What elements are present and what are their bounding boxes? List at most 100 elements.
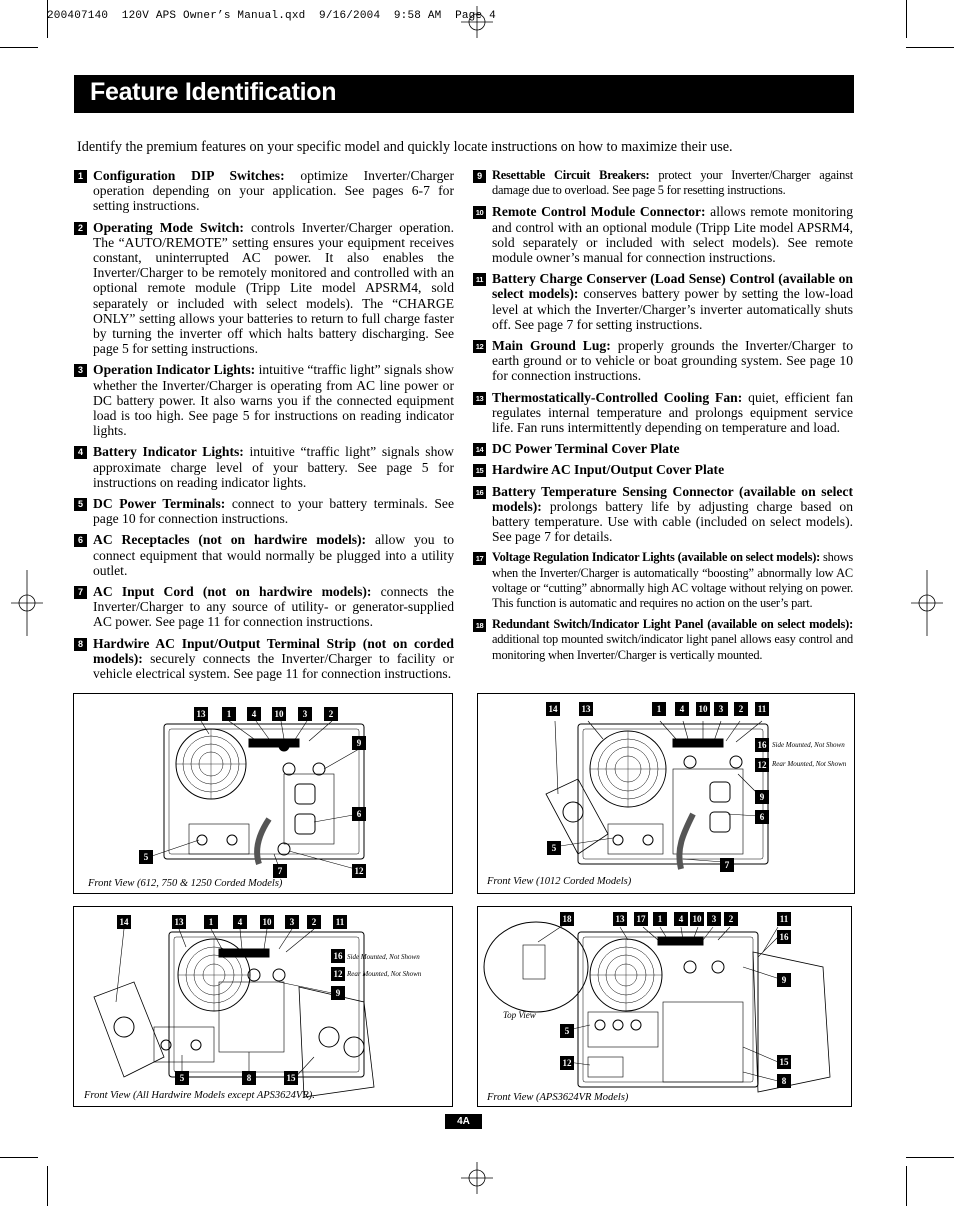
- callout: 12: [352, 864, 366, 878]
- feature-body: quiet, efficient fan regulates internal …: [492, 389, 854, 436]
- feature-number: 16: [473, 485, 486, 499]
- callout: 1: [653, 912, 667, 926]
- callout: 2: [724, 912, 738, 926]
- feature-body: intuitive “traffic light” signals show a…: [93, 444, 454, 490]
- feature-item: 12 Main Ground Lug: properly grounds the …: [473, 338, 853, 384]
- feature-body: optimize Inverter/Charger operation depe…: [93, 168, 454, 214]
- figure-front-view-aps3624vr: 18 13 17 1 4 10 3 2 11 16 9 Top View 5 1…: [477, 906, 852, 1107]
- feature-heading: Battery Charge Conserver (Load Sense) Co…: [492, 271, 853, 302]
- feature-body: prolongs battery life by adjusting charg…: [492, 498, 853, 545]
- callout: 6: [755, 810, 769, 824]
- feature-number: 2: [74, 221, 87, 235]
- feature-heading: Main Ground Lug:: [492, 338, 611, 354]
- callout: 7: [273, 864, 287, 878]
- feature-body: allows remote monitoring and control wit…: [492, 204, 853, 266]
- feature-heading: Operating Mode Switch:: [93, 219, 244, 235]
- feature-heading: AC Receptacles (not on hardwire models):: [93, 532, 367, 548]
- callout: 3: [298, 707, 312, 721]
- figure-caption: Front View (1012 Corded Models): [487, 876, 632, 887]
- feature-number: 9: [473, 170, 486, 183]
- callout: 3: [707, 912, 721, 926]
- feature-heading: Redundant Switch/Indicator Light Panel (…: [492, 617, 853, 632]
- feature-number: 3: [74, 364, 87, 378]
- feature-body: intuitive “traffic light” signals show w…: [93, 362, 454, 439]
- inverter-illustration: [93, 928, 375, 1098]
- feature-item: 9 Resettable Circuit Breakers: protect yo…: [473, 168, 853, 198]
- callout: 12: [560, 1056, 574, 1070]
- callout: 17: [634, 912, 648, 926]
- callout: 13: [579, 702, 593, 716]
- inverter-illustration: [483, 921, 831, 1093]
- callout: 13: [194, 707, 208, 721]
- callout: 15: [777, 1055, 791, 1069]
- feature-body: protect your Inverter/Charger against da…: [492, 168, 853, 198]
- callout: 16: [755, 738, 769, 752]
- callout: 5: [560, 1024, 574, 1038]
- callout: 13: [613, 912, 627, 926]
- feature-number: 11: [473, 273, 486, 287]
- callout: 11: [777, 912, 791, 926]
- callout: 9: [777, 973, 791, 987]
- feature-body: connect to your battery terminals. See p…: [93, 496, 454, 527]
- figure-front-view-corded: 13 1 4 10 3 2 9 6 5 7 12 Front View (612…: [73, 693, 453, 894]
- feature-number: 4: [74, 446, 87, 460]
- feature-body: allow you to connect equipment that woul…: [93, 532, 454, 578]
- feature-number: 6: [74, 534, 87, 548]
- feature-heading: Voltage Regulation Indicator Lights (ava…: [492, 550, 821, 565]
- intro-text: Identify the premium features on your sp…: [77, 139, 733, 155]
- callout: 16: [777, 930, 791, 944]
- callout: 14: [546, 702, 560, 716]
- feature-number: 15: [473, 464, 486, 478]
- figure-caption: Front View (612, 750 & 1250 Corded Model…: [88, 878, 283, 889]
- inverter-illustration: [151, 720, 365, 871]
- feature-list-right: 9 Resettable Circuit Breakers: protect yo…: [473, 168, 853, 669]
- feature-item: 13 Thermostatically-Controlled Cooling Fa…: [473, 390, 853, 436]
- page-number: 4A: [445, 1114, 482, 1129]
- feature-body: shows when the Inverter/Charger is autom…: [492, 550, 853, 611]
- callout: 2: [307, 915, 321, 929]
- feature-body: properly grounds the Inverter/Charger to…: [492, 338, 853, 384]
- feature-heading: DC Power Terminals:: [93, 496, 226, 512]
- callout: 2: [734, 702, 748, 716]
- feature-heading: Resettable Circuit Breakers:: [492, 168, 650, 182]
- callout: 12: [331, 967, 345, 981]
- feature-number: 17: [473, 552, 486, 566]
- feature-item: 11 Battery Charge Conserver (Load Sense) …: [473, 271, 853, 332]
- callout: 10: [260, 915, 274, 929]
- feature-heading: AC Input Cord (not on hardwire models):: [93, 584, 372, 600]
- feature-number: 13: [473, 391, 486, 405]
- feature-heading: Thermostatically-Controlled Cooling Fan:: [492, 389, 743, 405]
- side-mounted-note: Side Mounted, Not Shown: [772, 741, 845, 749]
- feature-item: 5 DC Power Terminals: connect to your bat…: [74, 496, 454, 526]
- callout: 6: [352, 807, 366, 821]
- feature-heading: DC Power Terminal Cover Plate: [492, 441, 680, 457]
- feature-number: 5: [74, 498, 87, 512]
- feature-body: connects the Inverter/Charger to any sou…: [93, 584, 454, 630]
- feature-item: 16 Battery Temperature Sensing Connector …: [473, 484, 853, 545]
- callout: 5: [139, 850, 153, 864]
- callout: 3: [714, 702, 728, 716]
- feature-number: 18: [473, 619, 486, 633]
- feature-heading: Battery Indicator Lights:: [93, 444, 244, 460]
- feature-number: 12: [473, 340, 486, 354]
- rear-mounted-note: Rear Mounted, Not Shown: [347, 970, 422, 978]
- callout: 10: [690, 912, 704, 926]
- feature-heading: Battery Temperature Sensing Connector (a…: [492, 483, 853, 514]
- callout: 12: [755, 758, 769, 772]
- callout: 11: [755, 702, 769, 716]
- callout: 3: [285, 915, 299, 929]
- feature-item: 18 Redundant Switch/Indicator Light Panel…: [473, 617, 853, 663]
- print-slug: 200407140 120V APS Owner’s Manual.qxd 9/…: [47, 10, 496, 22]
- feature-heading: Hardwire AC Input/Output Terminal Strip …: [93, 635, 454, 666]
- side-mounted-note: Side Mounted, Not Shown: [347, 953, 420, 961]
- callout: 14: [117, 915, 131, 929]
- callout: 13: [172, 915, 186, 929]
- feature-body: conserves battery power by setting the l…: [492, 286, 853, 332]
